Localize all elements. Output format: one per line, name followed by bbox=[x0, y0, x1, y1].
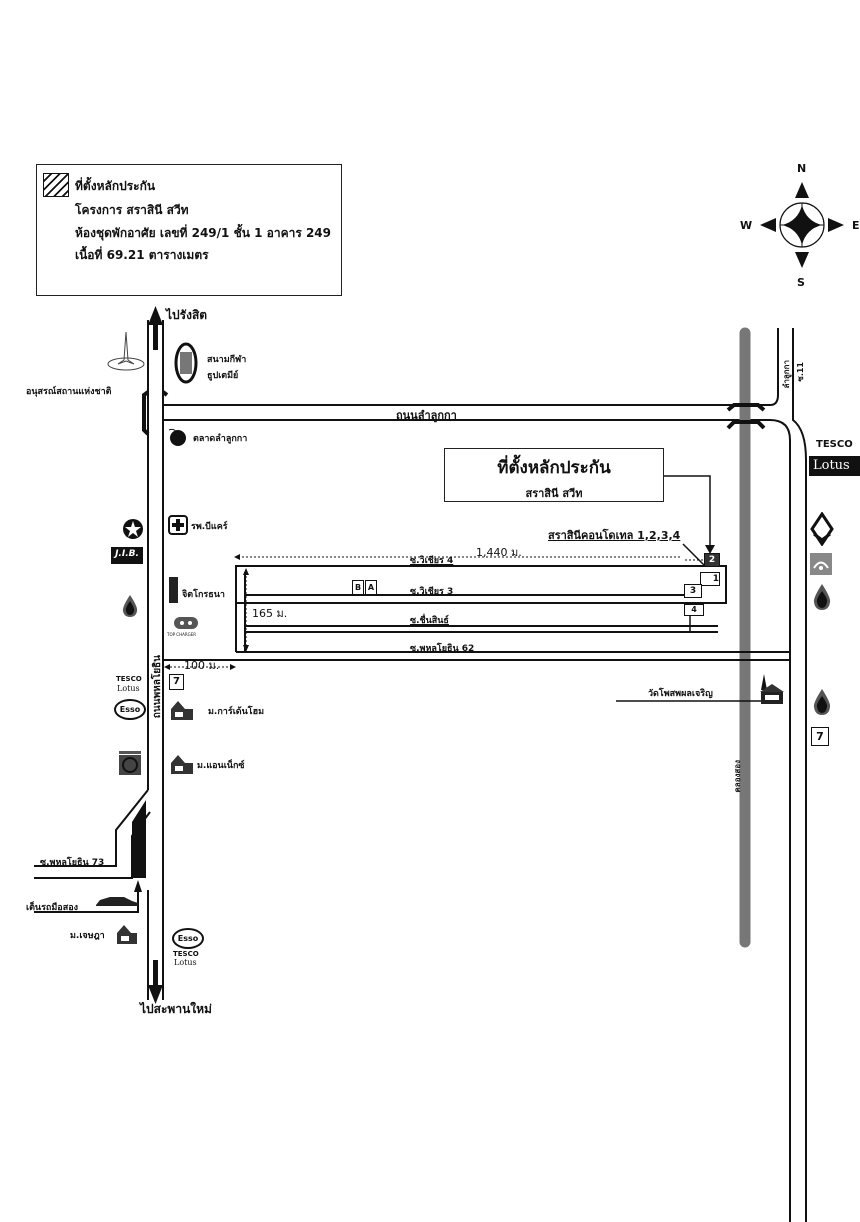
building-4: 4 bbox=[684, 604, 704, 616]
bangkok-bank-icon bbox=[810, 512, 834, 546]
house-icon-garden-home bbox=[171, 701, 193, 720]
building-3: 3 bbox=[684, 584, 702, 598]
annex-label: ม.แอนเน็กซ์ bbox=[197, 761, 245, 771]
soi-blocks bbox=[163, 565, 791, 661]
star-gas-icon bbox=[123, 519, 143, 539]
legend-box: ที่ตั้งหลักประกัน โครงการ สราสินี สวีท ห… bbox=[36, 164, 342, 296]
south-arrow bbox=[148, 960, 163, 1004]
north-arrow bbox=[148, 306, 163, 350]
used-cars-arrow bbox=[134, 880, 142, 892]
billboard-icon bbox=[169, 577, 178, 603]
market-icon bbox=[168, 428, 186, 446]
location-box-subtitle: สราสินี สวีท bbox=[525, 487, 583, 500]
to-saphan-mai-label: ไปสะพานใหม่ bbox=[140, 1002, 212, 1016]
chetsada-label: ม.เจษฎา bbox=[70, 931, 105, 941]
main-road-label: ถนนพหลโยธิน bbox=[152, 655, 163, 719]
distance-100: 100 ม. bbox=[184, 659, 220, 672]
jib-logo: J.I.B. bbox=[111, 547, 143, 564]
compass-west-label: W bbox=[740, 219, 753, 232]
building-2: 2 bbox=[704, 553, 720, 567]
lotus-logo-left: Lotus bbox=[117, 684, 140, 693]
building-b: B bbox=[352, 580, 364, 595]
to-rangsit-label: ไปรังสิต bbox=[166, 308, 208, 322]
soi-phahon-62-label: ซ.พหลโยธิน 62 bbox=[410, 644, 475, 654]
car-icon bbox=[96, 897, 138, 906]
compass-north-label: N bbox=[797, 162, 807, 175]
ptt-icon bbox=[122, 595, 138, 617]
lotus-logo-right: Lotus bbox=[809, 456, 860, 476]
soi-used-cars bbox=[34, 888, 139, 913]
ptt-icon-right-1 bbox=[813, 584, 831, 610]
legend-unit: ห้องชุดพักอาศัย เลขที่ 249/1 ชั้น 1 อาคา… bbox=[75, 226, 332, 240]
hatched-area-icon bbox=[43, 173, 69, 197]
compass-south-label: S bbox=[797, 276, 805, 289]
monument-label: อนุสรณ์สถานแห่งชาติ bbox=[26, 387, 112, 397]
billboard-label: จิตโกรธนา bbox=[182, 590, 225, 600]
stadium-label-1: สนามกีฬา bbox=[207, 355, 247, 365]
canal-bridges bbox=[726, 403, 766, 430]
building-1: 1 bbox=[700, 572, 720, 586]
compass-east-label: E bbox=[852, 219, 860, 232]
top-charger-icon bbox=[174, 617, 198, 629]
house-icon-chetsada bbox=[117, 925, 137, 944]
seven-eleven-icon: 7 bbox=[169, 674, 184, 690]
hospital-label: รพ.บีแคร์ bbox=[191, 522, 228, 532]
distance-165: 165 ม. bbox=[252, 607, 288, 620]
distance-lines bbox=[166, 556, 706, 668]
distance-1440: 1,440 ม. bbox=[476, 546, 522, 559]
lam-luk-ka-vertical-label: ลำลูกกา bbox=[782, 360, 791, 389]
condotel-label: สราสินีคอนโดเทล 1,2,3,4 bbox=[548, 529, 681, 542]
temple-icon bbox=[760, 674, 784, 704]
building-a: A bbox=[365, 580, 377, 595]
monument-bridge bbox=[142, 390, 169, 436]
soi-chuensin-label: ซ.ชื่นสินธ์ bbox=[410, 616, 449, 626]
stadium-label-2: ธูปเตมีย์ bbox=[207, 371, 239, 381]
used-cars-label: เต็นรถมือสอง bbox=[26, 903, 78, 913]
esso-logo-bottom: Esso bbox=[172, 928, 204, 949]
ktb-bank-icon bbox=[810, 553, 832, 575]
lotus-logo-bottom: Lotus bbox=[174, 958, 197, 967]
top-charger-label: TOP CHARGER bbox=[167, 632, 196, 637]
seven-eleven-icon-right: 7 bbox=[811, 727, 829, 746]
lam-luk-ka-road-label: ถนนลำลูกกา bbox=[396, 409, 457, 422]
tesco-logo-left: TESCO bbox=[116, 675, 142, 683]
stadium-icon bbox=[174, 342, 198, 384]
soi-11-label: ซ.11 bbox=[796, 362, 805, 382]
hospital-icon bbox=[168, 515, 188, 535]
legend-area: เนื้อที่ 69.21 ตารางเมตร bbox=[75, 248, 209, 262]
tesco-logo-bottom: TESCO bbox=[173, 950, 199, 958]
temple-label: วัดโพสพผลเจริญ bbox=[648, 689, 713, 699]
collateral-location-box: ที่ตั้งหลักประกัน สราสินี สวีท bbox=[444, 448, 664, 502]
canal-label: คลองสอง bbox=[733, 760, 742, 793]
location-box-title: ที่ตั้งหลักประกัน bbox=[497, 458, 611, 478]
soi-wichian-4-label: ซ.วิเชียร 4 bbox=[410, 556, 454, 566]
soi-phahon-73-label: ซ.พหลโยธิน 73 bbox=[40, 858, 105, 868]
ptt-icon-right-2 bbox=[813, 689, 831, 715]
market-label: ตลาดลำลูกกา bbox=[193, 434, 248, 444]
gas-station-icon bbox=[119, 751, 141, 775]
house-icon-annex bbox=[171, 755, 193, 774]
garden-home-label: ม.การ์เด้นโฮม bbox=[208, 707, 265, 717]
black-block bbox=[132, 800, 146, 878]
location-leader bbox=[662, 475, 711, 567]
legend-title: ที่ตั้งหลักประกัน bbox=[75, 179, 156, 193]
esso-logo-left: Esso bbox=[114, 699, 146, 720]
monument-icon bbox=[107, 331, 145, 371]
tesco-logo-right: TESCO bbox=[816, 439, 853, 450]
legend-project: โครงการ สราสินี สวีท bbox=[75, 203, 189, 217]
compass-rose bbox=[760, 182, 844, 268]
soi-wichian-3-label: ซ.วิเชียร 3 bbox=[410, 587, 454, 597]
lam-luk-ka-road bbox=[163, 328, 807, 1222]
